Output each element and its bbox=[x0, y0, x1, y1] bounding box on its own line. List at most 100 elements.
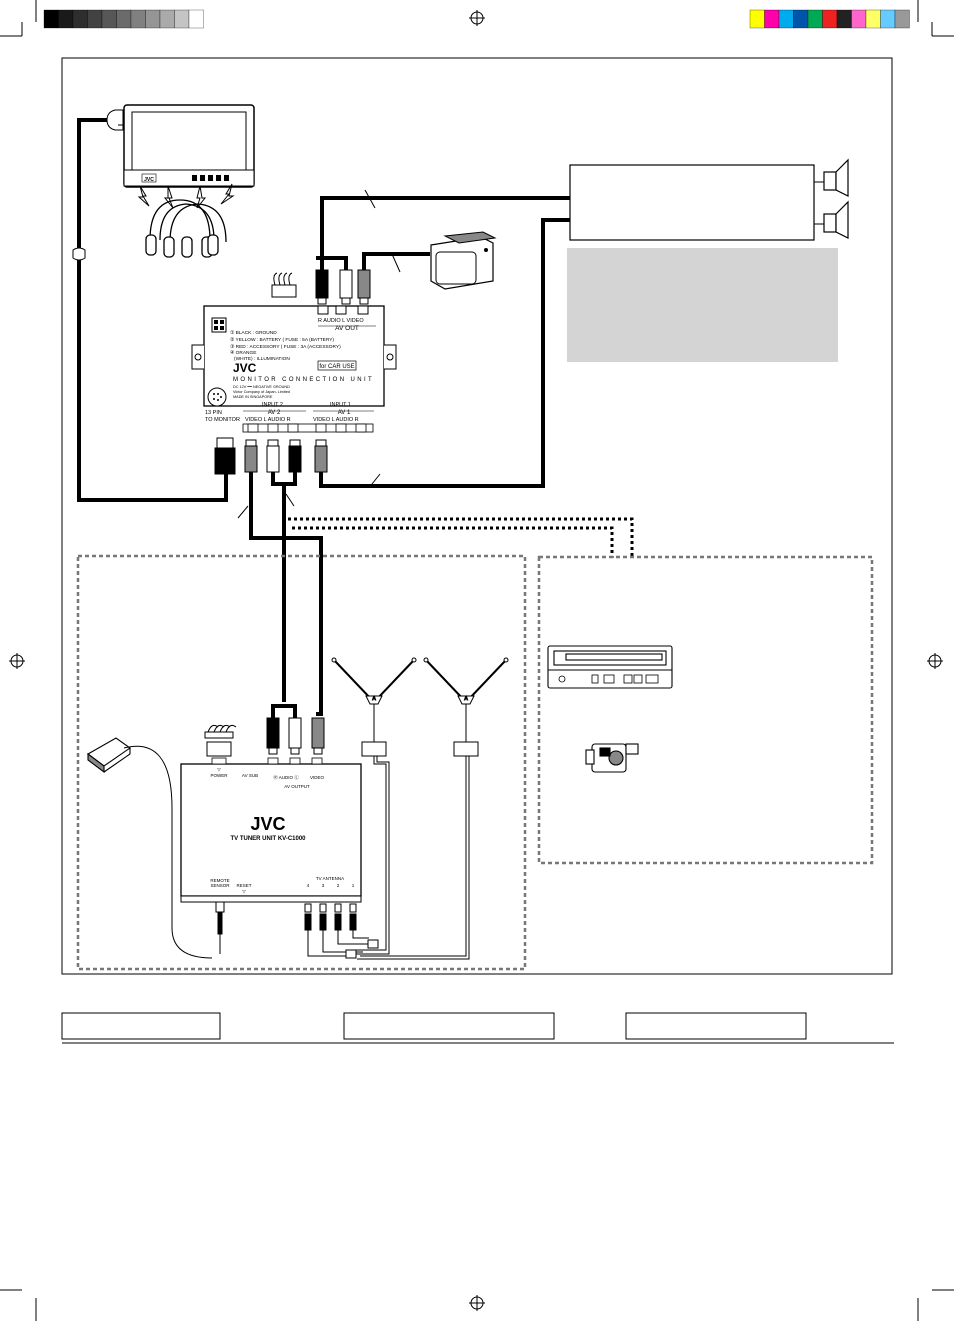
color-swatch bbox=[749, 9, 765, 29]
gray-swatch bbox=[43, 9, 59, 29]
diagram-frame bbox=[61, 57, 893, 975]
antenna-cables bbox=[347, 756, 470, 960]
vcr-device bbox=[547, 645, 673, 689]
input1-label: INPUT 1 bbox=[330, 402, 351, 408]
tuner-av-cable-y bbox=[271, 704, 320, 718]
power-connector bbox=[271, 272, 297, 298]
antenna-port-4: 4 bbox=[307, 883, 310, 888]
input2-label: INPUT 2 bbox=[262, 402, 283, 408]
wiring-line-4: ④ ORANGE bbox=[230, 350, 256, 356]
wireless-headphones bbox=[145, 199, 227, 258]
color-swatch bbox=[822, 9, 838, 29]
label-box-right bbox=[625, 1012, 807, 1040]
av2-label: AV 2 bbox=[268, 410, 281, 416]
av1-sub-label: VIDEO L AUDIO R bbox=[313, 417, 359, 423]
pointer-line bbox=[364, 189, 376, 209]
svg-text:▽: ▽ bbox=[217, 767, 221, 772]
sensor-label: SENSOR bbox=[210, 883, 230, 888]
gray-swatch bbox=[174, 9, 190, 29]
small-print-1: DC 12V ━━ NEGATIVE GROUND bbox=[233, 385, 290, 389]
remote-sensor-device bbox=[87, 737, 213, 959]
antenna-port-2: 2 bbox=[337, 883, 340, 888]
tuner-antenna-plugs bbox=[215, 901, 379, 959]
speaker-icon bbox=[823, 158, 849, 239]
pointer-line bbox=[285, 493, 295, 507]
tv-antenna-label: TV ANTENNA bbox=[316, 876, 344, 881]
cable-break-mark bbox=[72, 247, 86, 261]
small-print-2: Victor Company of Japan, Limited bbox=[233, 390, 290, 394]
av-output-label: AV OUTPUT bbox=[284, 784, 310, 789]
label-box-middle bbox=[343, 1012, 555, 1040]
tuner-option-box bbox=[76, 554, 527, 971]
tv-tuner-unit: ▽ POWER AV SUB Ⓡ AUDIO Ⓛ VIDEO AV OUTPUT… bbox=[180, 757, 362, 903]
color-swatch bbox=[836, 9, 852, 29]
gray-swatch bbox=[101, 9, 117, 29]
camcorder-device bbox=[585, 743, 639, 773]
gray-swatch bbox=[87, 9, 103, 29]
audio-lr-label: Ⓡ AUDIO Ⓛ bbox=[273, 774, 299, 781]
pointer-line bbox=[371, 473, 381, 485]
av1-label: AV 1 bbox=[338, 410, 351, 416]
to-monitor-label: TO MONITOR bbox=[205, 417, 240, 423]
gray-swatch bbox=[116, 9, 132, 29]
rear-monitor-device bbox=[430, 231, 497, 290]
note-panel bbox=[567, 248, 838, 362]
monitor-cable bbox=[77, 118, 228, 502]
svg-text:▽: ▽ bbox=[242, 889, 246, 894]
color-swatch bbox=[778, 9, 794, 29]
pin-label: 13 PIN bbox=[205, 410, 222, 416]
antenna-1: A bbox=[331, 657, 417, 757]
av-in-plugs bbox=[214, 437, 328, 475]
video-label: VIDEO bbox=[310, 775, 325, 780]
antenna-logo: A bbox=[372, 696, 376, 702]
wiring-line-5: (WHITE) : ILLUMINATION bbox=[234, 356, 290, 362]
color-swatch bbox=[865, 9, 881, 29]
gray-swatch bbox=[188, 9, 204, 29]
power-label: POWER bbox=[210, 773, 228, 778]
monitor-connection-unit: R AUDIO L VIDEO AV OUT ① BLACK : GROUND … bbox=[191, 305, 397, 433]
optional-connection-line bbox=[292, 526, 614, 558]
amplifier-box bbox=[569, 164, 824, 241]
av2-input-cables bbox=[249, 472, 323, 716]
av-out-plugs bbox=[315, 269, 371, 305]
unit-name: MONITOR CONNECTION UNIT bbox=[233, 377, 374, 383]
gray-scale-bar bbox=[43, 9, 204, 29]
color-swatch bbox=[807, 9, 823, 29]
tuner-av-plugs bbox=[266, 717, 325, 755]
remote-label: REMOTE bbox=[210, 878, 229, 883]
infrared-signal-icons bbox=[137, 183, 235, 209]
audio-out-cables bbox=[316, 196, 570, 270]
color-swatch bbox=[894, 9, 910, 29]
tuner-name: TV TUNER UNIT KV-C1000 bbox=[230, 836, 306, 842]
gray-swatch bbox=[130, 9, 146, 29]
small-print-3: MADE IN SINGAPORE bbox=[233, 395, 273, 399]
color-swatch bbox=[764, 9, 780, 29]
optional-connection-line bbox=[288, 517, 634, 559]
for-car-use-label: for CAR USE bbox=[319, 364, 354, 370]
registration-mark-bottom bbox=[469, 1295, 485, 1311]
antenna-logo: A bbox=[464, 696, 468, 702]
gray-swatch bbox=[159, 9, 175, 29]
reset-label: RESET bbox=[236, 883, 251, 888]
registration-mark-right bbox=[927, 653, 943, 669]
av-out-label: AV OUT bbox=[335, 325, 359, 332]
tuner-jvc-logo: JVC bbox=[250, 814, 285, 834]
jvc-logo: JVC bbox=[233, 361, 257, 375]
pointer-line bbox=[237, 505, 249, 519]
registration-mark-left bbox=[9, 653, 25, 669]
wiring-line-3: ③ RED : ACCESSORY ( FUSE : 3A (ACCESSORY… bbox=[230, 344, 341, 350]
tuner-power-connector bbox=[204, 724, 237, 757]
wiring-line-1: ① BLACK : GROUND bbox=[230, 330, 277, 336]
wiring-line-2: ② YELLOW : BATTERY ( FUSE : 5A (BATTERY) bbox=[230, 337, 334, 343]
monitor-brand: JVC bbox=[144, 177, 154, 183]
av-sub-label: AV SUB bbox=[242, 773, 258, 778]
antenna-port-1: 1 bbox=[352, 883, 355, 888]
color-scale-bar bbox=[749, 9, 910, 29]
antenna-port-3: 3 bbox=[322, 883, 325, 888]
color-swatch bbox=[793, 9, 809, 29]
av-out-port-labels: R AUDIO L VIDEO bbox=[318, 318, 364, 324]
gray-swatch bbox=[58, 9, 74, 29]
external-source-box bbox=[537, 555, 874, 865]
